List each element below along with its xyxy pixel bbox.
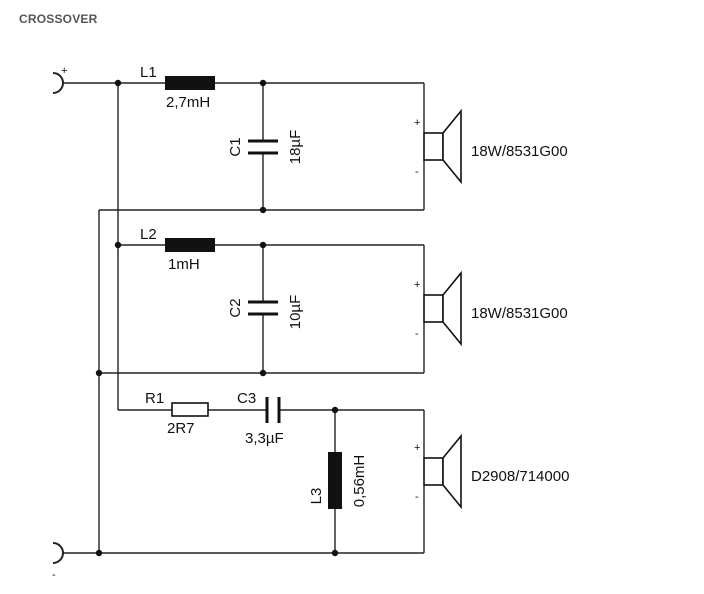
c2-ref: C2 <box>227 298 244 317</box>
speaker-3-model: D2908/714000 <box>471 468 569 485</box>
speaker-1-model: 18W/8531G00 <box>471 143 568 160</box>
speaker-3-minus: - <box>415 491 419 503</box>
inductor-symbol <box>165 238 215 252</box>
resistor-symbol <box>171 402 209 417</box>
inductor-symbol <box>165 76 215 90</box>
page-title: CROSSOVER <box>19 12 98 26</box>
speaker-2-minus: - <box>415 328 419 340</box>
c3-value: 3,3µF <box>245 430 284 447</box>
speaker-1: + - 18W/8531G00 <box>414 108 568 185</box>
capacitor-c2: C2 10µF <box>227 295 304 330</box>
l2-value: 1mH <box>168 256 200 273</box>
speaker-2: + - 18W/8531G00 <box>414 270 568 347</box>
speaker-icon <box>423 294 444 323</box>
l2-ref: L2 <box>140 226 157 243</box>
speaker-cone-icon <box>442 270 462 347</box>
speaker-cone-icon <box>442 433 462 510</box>
l1-ref: L1 <box>140 64 157 81</box>
capacitor-c3: C3 3,3µF <box>237 390 284 447</box>
inductor-l2: L2 1mH <box>140 226 215 273</box>
speaker-3: + - D2908/714000 <box>414 433 569 510</box>
c3-ref: C3 <box>237 390 256 407</box>
speaker-1-minus: - <box>415 166 419 178</box>
wires <box>62 82 425 554</box>
terminal-icon <box>52 72 64 94</box>
inductor-l3: L3 0,56mH <box>308 452 368 509</box>
inductor-l1: L1 2,7mH <box>140 64 215 111</box>
speaker-icon <box>423 457 444 486</box>
junction-dots <box>95 79 339 557</box>
inductor-symbol <box>328 452 342 509</box>
speaker-1-plus: + <box>414 117 420 129</box>
c1-value: 18µF <box>287 130 304 165</box>
r1-value: 2R7 <box>167 420 195 437</box>
speaker-cone-icon <box>442 108 462 185</box>
l3-value: 0,56mH <box>351 455 368 508</box>
speaker-icon <box>423 132 444 161</box>
negative-terminal-sign: - <box>52 569 56 581</box>
speaker-3-plus: + <box>414 442 420 454</box>
input-terminal-positive: + <box>52 65 67 94</box>
l3-ref: L3 <box>308 488 325 505</box>
r1-ref: R1 <box>145 390 164 407</box>
c1-ref: C1 <box>227 137 244 156</box>
c2-value: 10µF <box>287 295 304 330</box>
capacitor-c1: C1 18µF <box>227 130 304 165</box>
resistor-r1: R1 2R7 <box>145 390 209 437</box>
speaker-2-model: 18W/8531G00 <box>471 305 568 322</box>
speaker-2-plus: + <box>414 279 420 291</box>
positive-terminal-sign: + <box>61 65 67 77</box>
input-terminal-negative: - <box>52 542 64 581</box>
terminal-icon <box>52 542 64 564</box>
l1-value: 2,7mH <box>166 94 210 111</box>
